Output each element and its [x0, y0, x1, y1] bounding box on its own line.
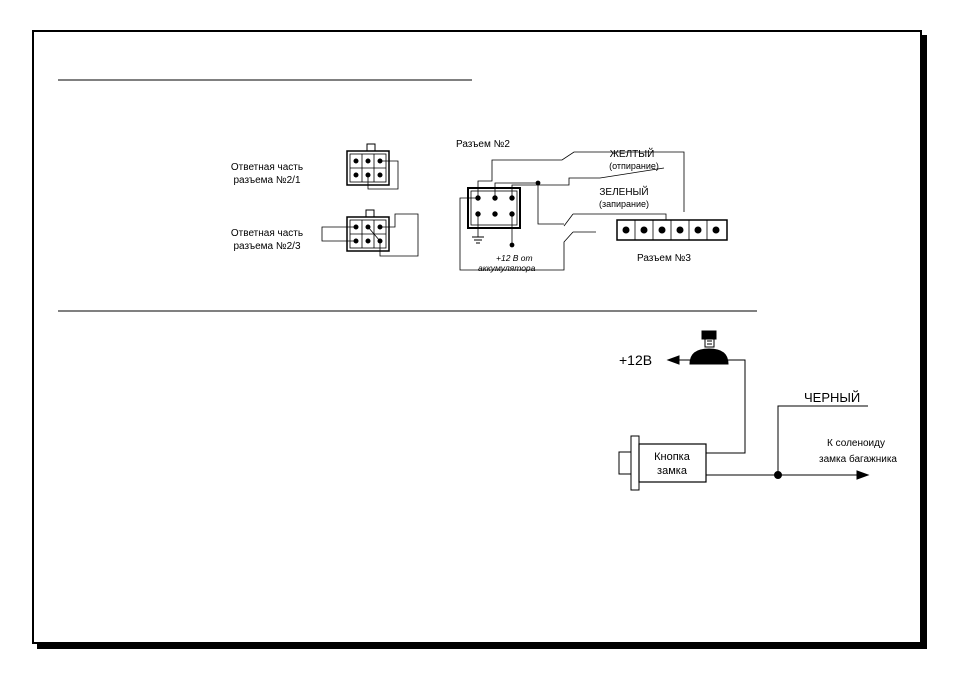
connector-3-title: Разъем №3 [637, 253, 691, 264]
fuse-icon [690, 331, 728, 364]
yellow-wire-sublabel: (отпирание) [609, 161, 659, 171]
lock-button [619, 436, 706, 490]
connector-3 [617, 220, 727, 240]
mate-2-3-label-line2: разъема №2/3 [233, 241, 300, 252]
battery-label-line1: +12 В от [496, 253, 533, 263]
connector-2-title: Разъем №2 [456, 139, 510, 150]
lock-button-label-line2: замка [657, 465, 688, 477]
mate-2-1-label-line1: Ответная часть [231, 162, 303, 173]
mate-2-3-label-line1: Ответная часть [231, 228, 303, 239]
green-wire-sublabel: (запирание) [599, 199, 649, 209]
plus-12v-label: +12В [619, 352, 652, 368]
green-wire-label: ЗЕЛЕНЫЙ [599, 185, 648, 198]
yellow-wire-label: ЖЕЛТЫЙ [610, 147, 655, 160]
lock-button-label-line1: Кнопка [654, 451, 691, 463]
battery-label-line2: аккумулятора [478, 263, 536, 273]
solenoid-label-line1: К соленоиду [827, 438, 885, 449]
mate-connector-2-3 [322, 210, 418, 256]
black-wire-label: ЧЕРНЫЙ [804, 390, 860, 405]
mate-connector-2-1 [347, 144, 398, 189]
solenoid-label-line2: замка багажника [819, 453, 897, 465]
mate-2-1-label-line2: разъема №2/1 [233, 175, 300, 186]
